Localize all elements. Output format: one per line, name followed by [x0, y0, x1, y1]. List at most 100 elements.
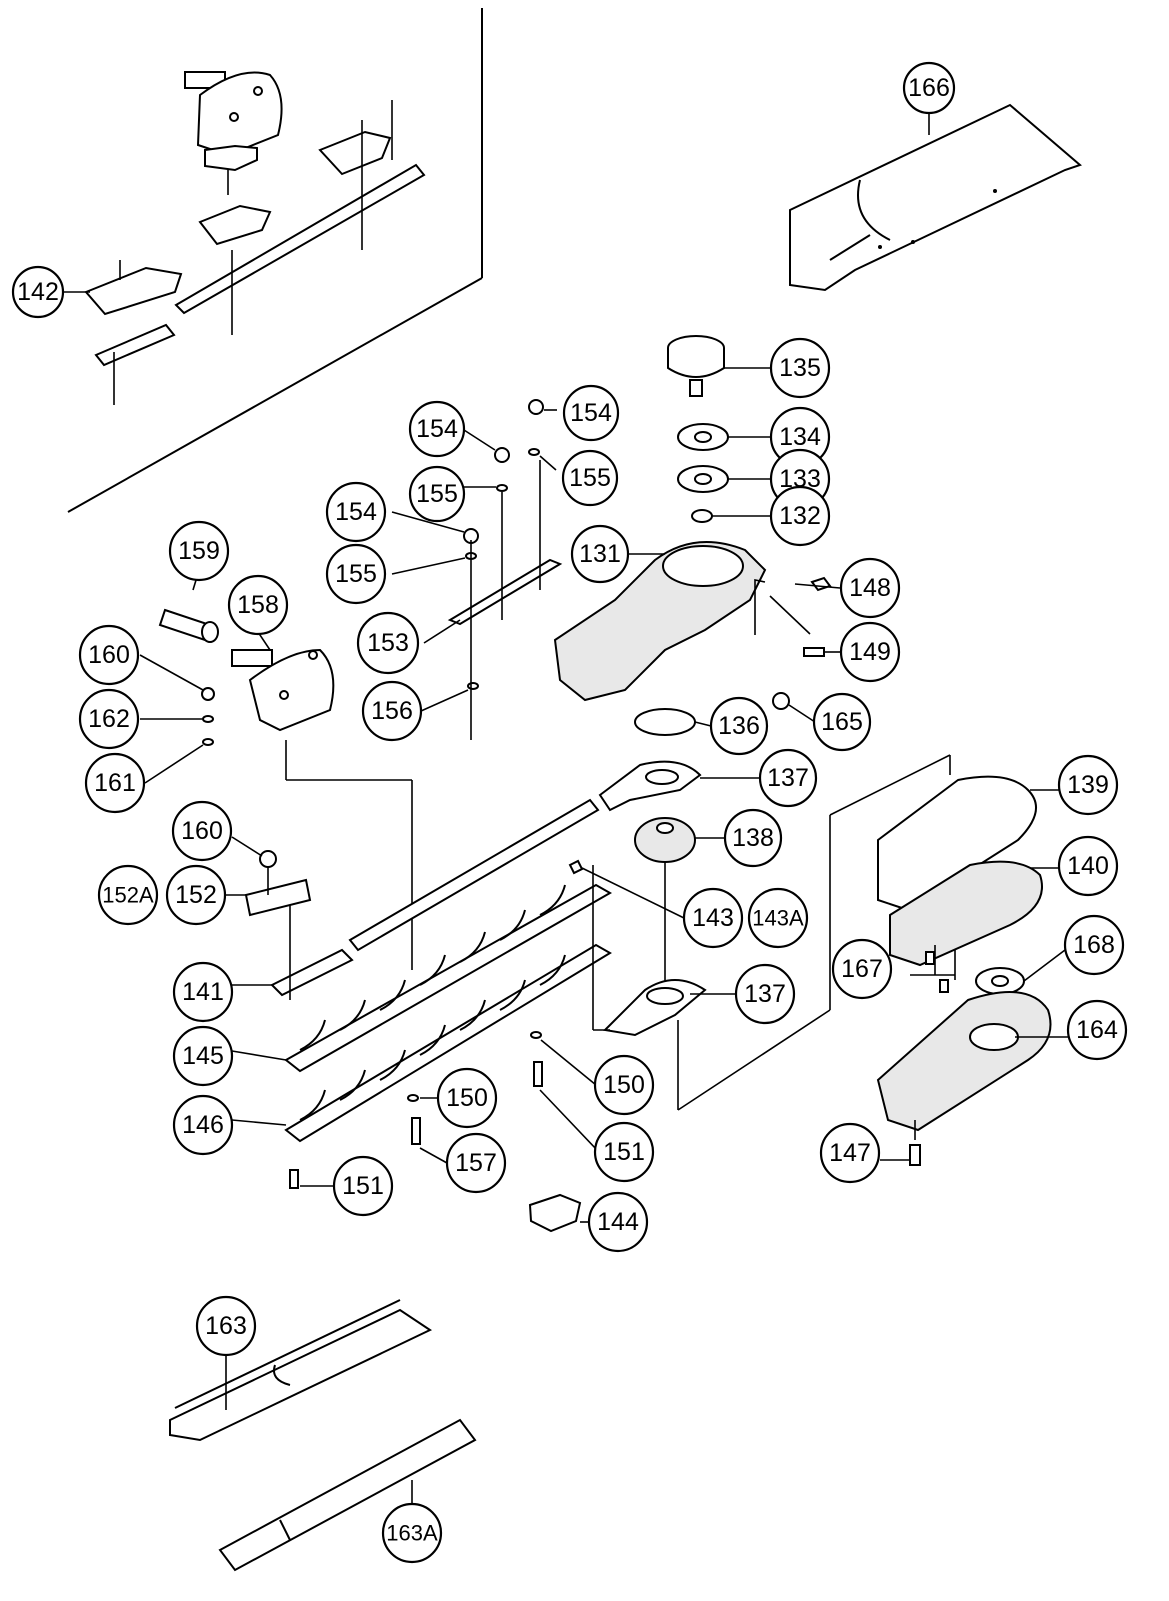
- svg-text:161: 161: [94, 769, 136, 797]
- svg-text:157: 157: [455, 1149, 497, 1177]
- callout-c137a: 137: [758, 748, 818, 808]
- svg-text:155: 155: [416, 480, 458, 508]
- callout-c153: 153: [356, 611, 420, 675]
- guard-cover: [789, 103, 1082, 292]
- callout-c160b: 160: [171, 800, 233, 862]
- svg-text:160: 160: [181, 817, 223, 845]
- svg-text:134: 134: [779, 423, 821, 451]
- callout-c142: 142: [11, 265, 65, 319]
- svg-text:159: 159: [178, 537, 220, 565]
- svg-text:141: 141: [182, 978, 224, 1006]
- gear-housing-stack: [553, 335, 841, 1037]
- svg-text:156: 156: [371, 697, 413, 725]
- callout-c141: 141: [172, 961, 234, 1023]
- svg-text:167: 167: [841, 955, 883, 983]
- svg-text:154: 154: [570, 399, 612, 427]
- callout-c135: 135: [769, 337, 831, 399]
- callout-c159: 159: [168, 520, 230, 582]
- svg-text:164: 164: [1076, 1016, 1118, 1044]
- svg-text:140: 140: [1067, 852, 1109, 880]
- callout-c137b: 137: [734, 963, 796, 1025]
- svg-text:154: 154: [335, 498, 377, 526]
- svg-text:136: 136: [718, 712, 760, 740]
- callout-c152A: 152A: [97, 864, 159, 926]
- svg-text:148: 148: [849, 574, 891, 602]
- svg-text:151: 151: [342, 1172, 384, 1200]
- svg-text:137: 137: [744, 980, 786, 1008]
- svg-text:162: 162: [88, 705, 130, 733]
- callout-c167: 167: [831, 938, 893, 1000]
- svg-text:135: 135: [779, 354, 821, 382]
- callout-c160a: 160: [78, 624, 140, 686]
- callout-c162: 162: [78, 688, 140, 750]
- svg-text:144: 144: [597, 1208, 639, 1236]
- svg-text:131: 131: [579, 540, 621, 568]
- blade-stack: [225, 798, 685, 1143]
- svg-text:146: 146: [182, 1111, 224, 1139]
- svg-text:149: 149: [849, 638, 891, 666]
- callout-c157: 157: [445, 1132, 507, 1194]
- svg-text:166: 166: [908, 74, 950, 102]
- callout-c155b: 155: [408, 465, 466, 523]
- callout-c148: 148: [839, 557, 901, 619]
- svg-text:138: 138: [732, 824, 774, 852]
- callout-c143A: 143A: [747, 887, 809, 949]
- inset-boundary: [67, 8, 483, 513]
- callout-c163A: 163A: [381, 1502, 443, 1564]
- callout-c143: 143: [682, 887, 744, 949]
- svg-text:155: 155: [569, 464, 611, 492]
- svg-text:163: 163: [205, 1312, 247, 1340]
- svg-text:143: 143: [692, 904, 734, 932]
- callout-c151b: 151: [332, 1155, 394, 1217]
- callout-c138: 138: [723, 808, 783, 868]
- inset-blade-assembly: [63, 71, 426, 405]
- callout-c136: 136: [709, 696, 769, 756]
- callout-c150a: 150: [593, 1054, 655, 1116]
- svg-text:152: 152: [175, 881, 217, 909]
- blade-hardware: [289, 1031, 598, 1233]
- svg-text:151: 151: [603, 1138, 645, 1166]
- svg-text:163A: 163A: [386, 1521, 438, 1546]
- svg-text:168: 168: [1073, 931, 1115, 959]
- callout-c154b: 154: [408, 400, 466, 458]
- svg-text:160: 160: [88, 641, 130, 669]
- callout-c140: 140: [1057, 835, 1119, 897]
- callout-c165: 165: [812, 692, 872, 752]
- callout-c168: 168: [1063, 914, 1125, 976]
- callout-c155c: 155: [325, 543, 387, 605]
- callout-c134: 134: [769, 406, 831, 468]
- blade-connectors: [391, 399, 563, 740]
- lower-case-group: [677, 754, 1069, 1166]
- callout-c154a: 154: [562, 384, 620, 442]
- callout-c158: 158: [227, 574, 289, 636]
- callout-c144: 144: [587, 1191, 649, 1253]
- callout-c161: 161: [84, 752, 146, 814]
- handle-assembly: [139, 566, 413, 970]
- callout-c155a: 155: [561, 449, 619, 507]
- callout-c146: 146: [172, 1094, 234, 1156]
- callout-c145: 145: [172, 1025, 234, 1087]
- svg-text:137: 137: [767, 764, 809, 792]
- svg-text:143A: 143A: [752, 906, 804, 931]
- svg-text:145: 145: [182, 1042, 224, 1070]
- svg-text:153: 153: [367, 629, 409, 657]
- svg-text:132: 132: [779, 502, 821, 530]
- svg-text:158: 158: [237, 591, 279, 619]
- svg-text:165: 165: [821, 708, 863, 736]
- callout-c152: 152: [165, 864, 227, 926]
- callout-c154c: 154: [325, 481, 387, 543]
- callout-c150b: 150: [436, 1067, 498, 1129]
- svg-text:142: 142: [17, 278, 59, 306]
- callout-c164: 164: [1066, 999, 1128, 1061]
- callout-c131: 131: [570, 524, 630, 584]
- callout-c166: 166: [902, 61, 956, 115]
- callout-c132: 132: [769, 485, 831, 547]
- svg-text:155: 155: [335, 560, 377, 588]
- blade-covers: [169, 1299, 477, 1572]
- callout-c149: 149: [839, 621, 901, 683]
- callout-c163: 163: [195, 1295, 257, 1357]
- svg-text:150: 150: [446, 1084, 488, 1112]
- svg-text:150: 150: [603, 1071, 645, 1099]
- callout-c147: 147: [819, 1122, 881, 1184]
- callout-c151a: 151: [593, 1121, 655, 1183]
